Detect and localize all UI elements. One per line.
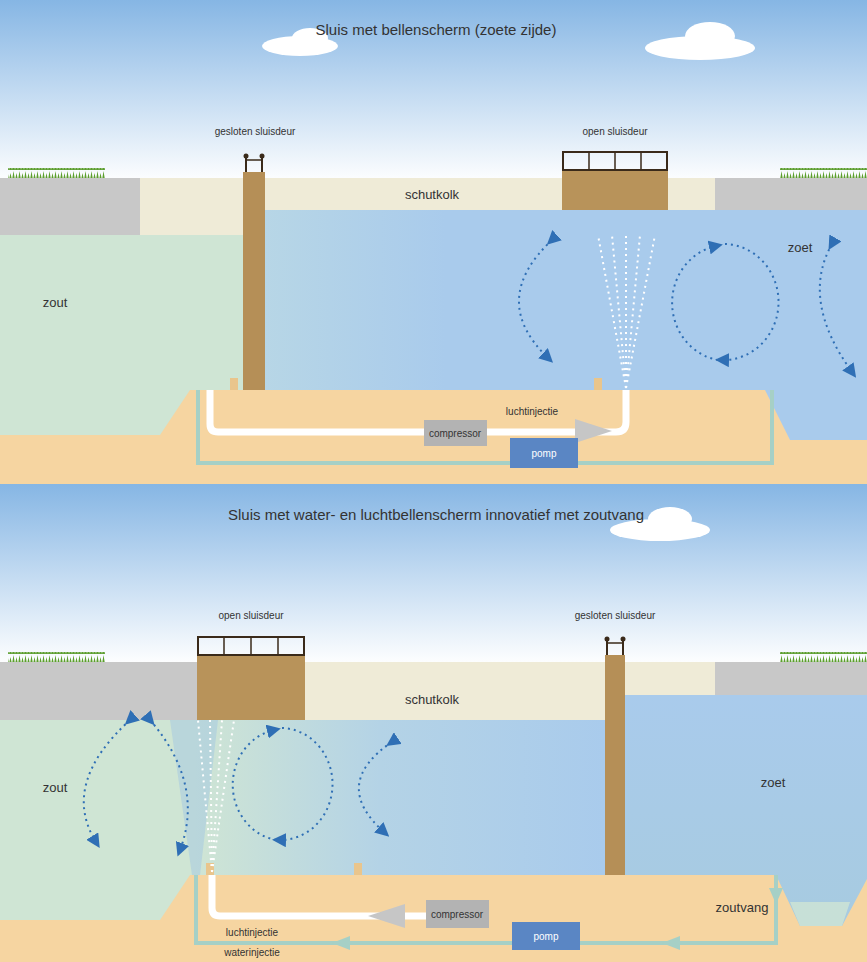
compressor-box: compressor (424, 420, 487, 446)
chamber-label: schutkolk (405, 693, 459, 708)
water-label: zoet (761, 776, 786, 791)
door-label: open sluisdeur (582, 126, 647, 138)
zoutvang-label: zoutvang (716, 901, 769, 916)
water-label: zout (43, 781, 68, 796)
compressor-box: compressor (426, 900, 489, 928)
water-label: zout (43, 296, 68, 311)
water-label: zoet (788, 241, 813, 256)
pipe-label: waterinjectie (224, 947, 280, 959)
door-label: gesloten sluisdeur (575, 610, 656, 622)
box-text: compressor (429, 428, 481, 439)
pipe-label: luchtinjectie (226, 927, 278, 939)
door-label: gesloten sluisdeur (215, 126, 296, 138)
door-label: open sluisdeur (218, 610, 283, 622)
pipe-label: luchtinjectie (506, 406, 558, 418)
pump-box: pomp (510, 438, 578, 468)
box-text: pomp (531, 448, 556, 459)
box-text: compressor (431, 909, 483, 920)
panel-title: Sluis met water- en luchtbellenscherm in… (228, 506, 644, 523)
pump-box: pomp (512, 922, 580, 950)
box-text: pomp (533, 931, 558, 942)
panel-top (0, 0, 867, 484)
chamber-label: schutkolk (405, 188, 459, 203)
panel-bottom (0, 484, 867, 962)
panel-title: Sluis met bellenscherm (zoete zijde) (316, 21, 557, 38)
